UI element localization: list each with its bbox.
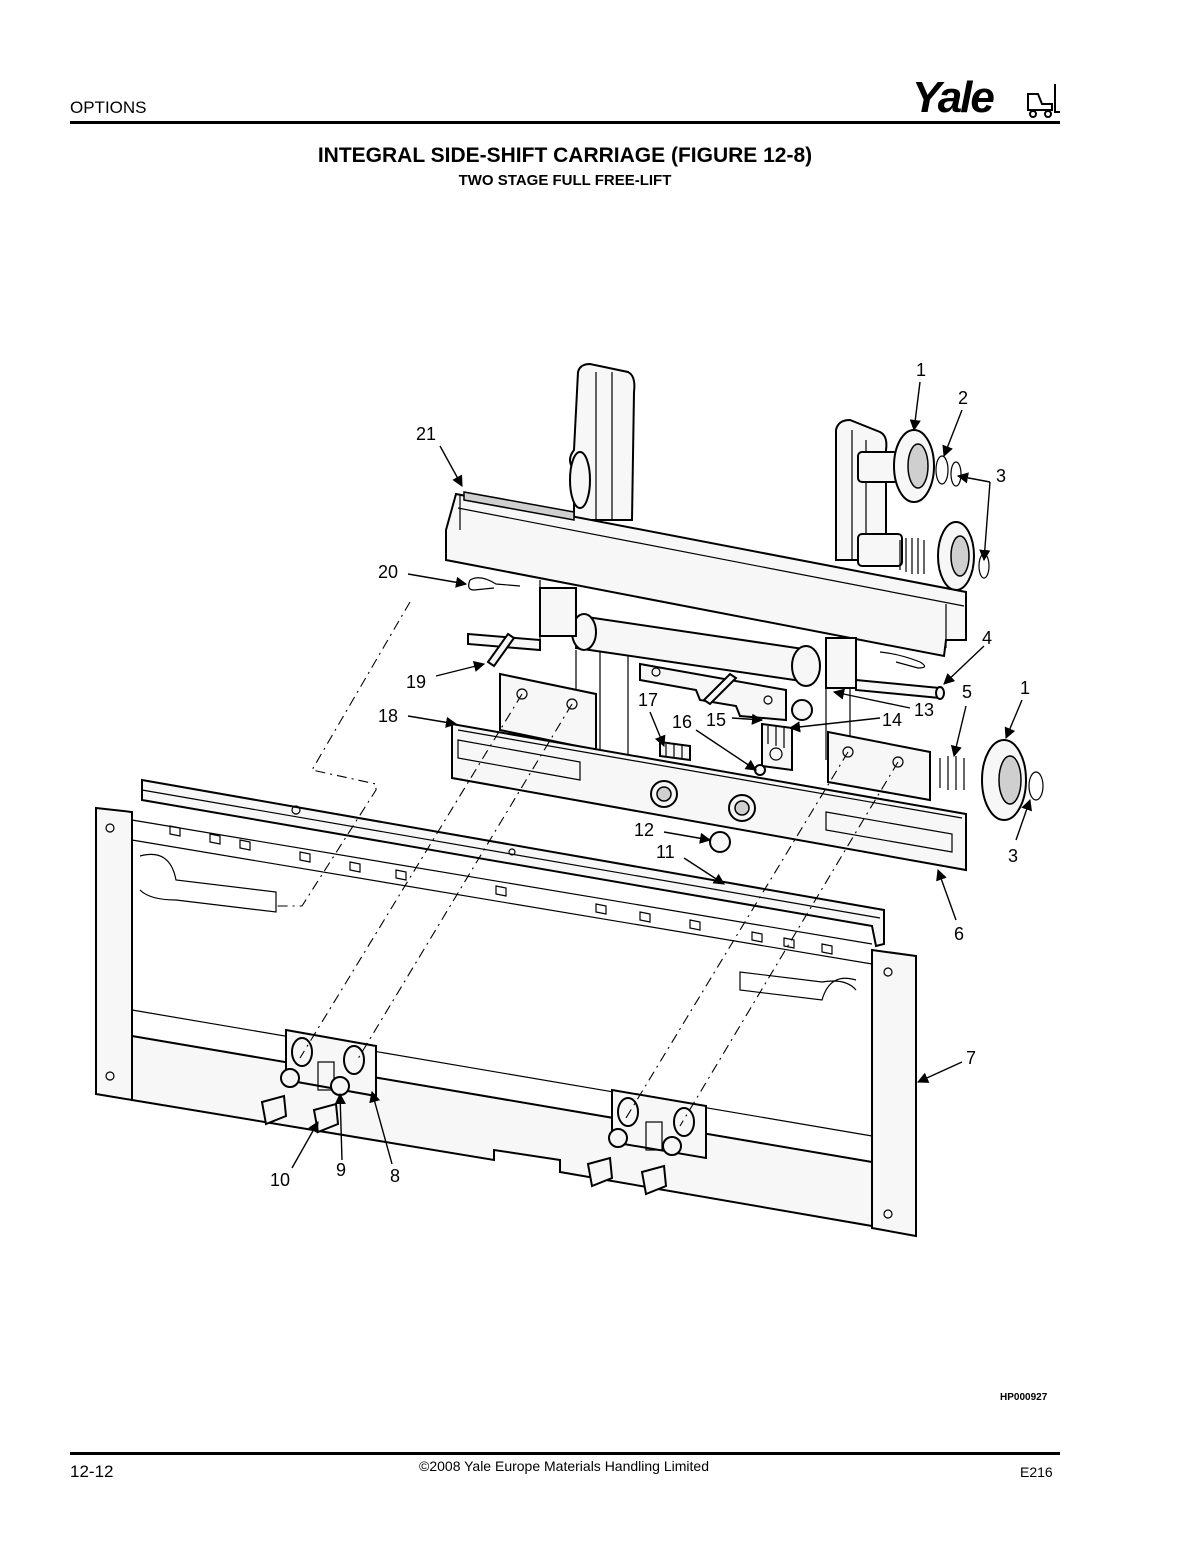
callout-19: 19 [406,672,426,692]
yale-logo: Yale [912,73,1060,120]
forklift-icon [1027,84,1060,118]
page-title: INTEGRAL SIDE-SHIFT CARRIAGE (FIGURE 12-… [317,144,813,167]
copyright-notice: ©2008 Yale Europe Materials Handling Lim… [419,1458,709,1474]
callout-2: 2 [958,388,968,408]
callout-18: 18 [378,706,398,726]
callout-20: 20 [378,562,398,582]
lower-roller-assembly [939,739,1044,821]
fork-hook-left [260,1028,377,1134]
callout-1-lower: 1 [1020,678,1030,698]
callout-6: 6 [954,924,964,944]
header-rule [70,121,1060,124]
callout-13: 13 [914,700,934,720]
callout-15: 15 [706,710,726,730]
callout-4: 4 [982,628,992,648]
carriage-assembly [445,362,990,776]
callout-9: 9 [336,1160,346,1180]
fork-carriage-frame [95,778,917,1238]
callout-11: 11 [656,842,675,862]
callout-8: 8 [390,1166,400,1186]
callout-10: 10 [270,1170,290,1190]
callout-1: 1 [916,360,926,380]
exploded-parts-drawing: 1 2 3 21 20 4 5 1 19 13 18 17 16 15 14 3… [95,360,1044,1238]
callout-3-lower: 3 [1008,846,1018,866]
page-subtitle: TWO STAGE FULL FREE-LIFT [458,172,672,189]
callout-12: 12 [634,820,654,840]
side-shift-plate [451,672,967,894]
section-label: OPTIONS [70,98,147,117]
footer-rule [70,1452,1060,1455]
callout-7: 7 [966,1048,976,1068]
document-code: E216 [1020,1464,1053,1480]
leader-lines [291,381,1032,1169]
fork-hook-right [586,1088,707,1196]
callout-3: 3 [996,466,1006,486]
callout-numbers: 1 2 3 21 20 4 5 1 19 13 18 17 16 15 14 3… [270,360,1030,1190]
figure-code: HP000927 [1000,1392,1048,1403]
callout-21: 21 [416,424,436,444]
callout-17: 17 [638,690,658,710]
callout-16: 16 [672,712,692,732]
alignment-lines [276,601,899,1127]
svg-text:Yale: Yale [912,73,994,120]
page-number: 12-12 [70,1462,114,1481]
callout-5: 5 [962,682,972,702]
callout-14: 14 [882,710,902,730]
